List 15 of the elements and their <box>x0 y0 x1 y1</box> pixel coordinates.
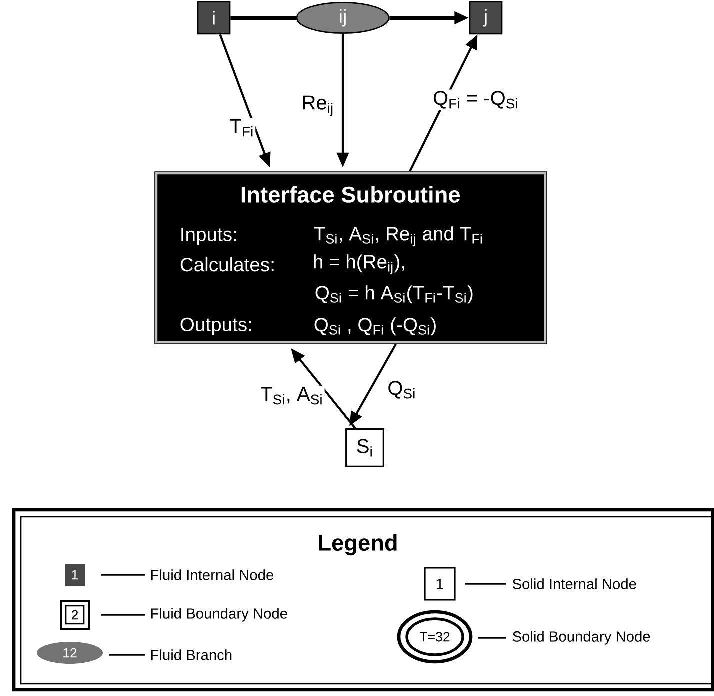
edge-label: Q$_{Si}$ <box>386 380 418 400</box>
fluid-node-box: j <box>469 1 503 35</box>
legend-title: Legend <box>319 534 397 556</box>
legend-text: Fluid Branch <box>151 650 232 660</box>
edge-label: T$_{Si}$, A$_{Si}$ <box>259 386 325 406</box>
fluid-node-box: i <box>197 1 231 35</box>
legend-text: Fluid Internal Node <box>151 570 274 580</box>
edge-label: Q$_{Fi}$ = -Q$_{Si}$ <box>432 90 520 110</box>
edge-label: Re$_{ij}$ <box>300 94 336 118</box>
legend-text: Solid Internal Node <box>512 578 636 590</box>
legend-text: Fluid Boundary Node <box>151 608 288 622</box>
edge-label: T$_{Fi}$ <box>228 118 256 138</box>
solid-node-box: S$_{i}$ <box>346 428 384 468</box>
subroutine-box: Interface Subroutine Inputs: T$_{Si}$, A$_{Si}$, Re$_{ij}$ and T$_{Fi}$ Calculates: h = h(Re$_{ij}$), Q$_{Si}$ = h A$_{Si}$(T$_{Fi}$-T$_{Si}$) Outputs: Q$_{Si}$ , Q$_{Fi}$ (-Q$_{Si}$) <box>154 172 548 344</box>
legend-text: Solid Boundary Node <box>512 631 650 645</box>
